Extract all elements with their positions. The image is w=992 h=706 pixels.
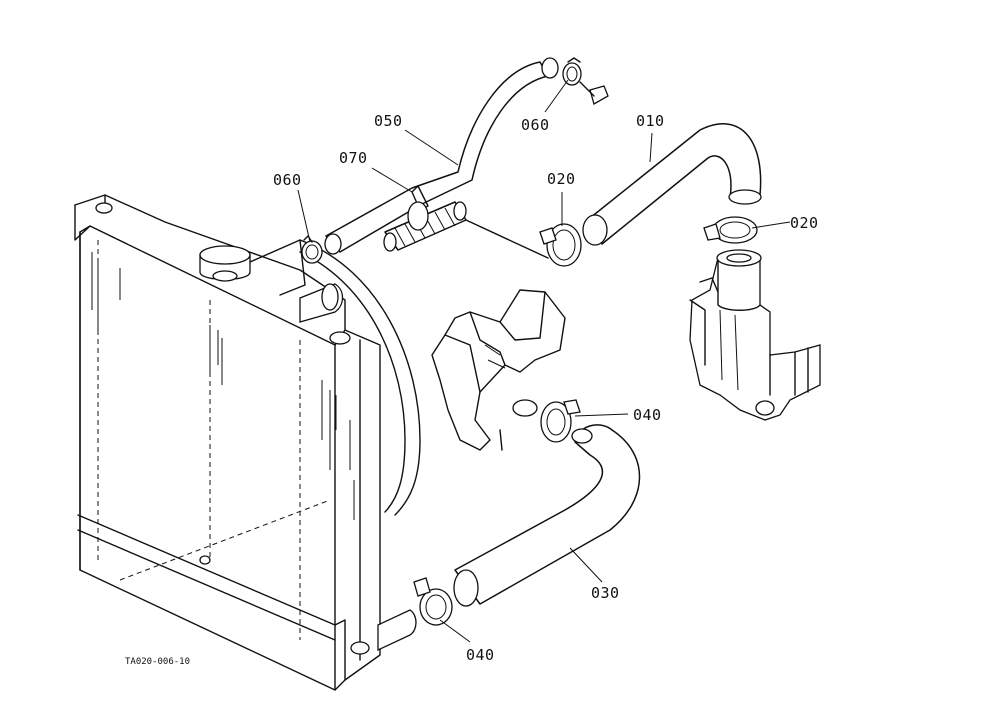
clamp-040-upper [540, 399, 581, 443]
clamp-020-right [703, 216, 758, 244]
leader-lines [297, 79, 791, 643]
label-020-left: 020 [547, 170, 576, 188]
thermostat-housing [689, 249, 821, 421]
label-030: 030 [591, 584, 620, 602]
label-040-lower: 040 [466, 646, 495, 664]
label-050: 050 [374, 112, 403, 130]
label-020-right: 020 [790, 214, 819, 232]
hose-070 [383, 185, 549, 259]
label-040-upper: 040 [633, 406, 662, 424]
clamp-060-left [301, 235, 323, 264]
label-060-top: 060 [521, 116, 550, 134]
label-070: 070 [339, 149, 368, 167]
engine-water-outlet [431, 289, 566, 451]
radiator [74, 194, 421, 691]
clamp-060-top [562, 57, 609, 105]
hose-030 [453, 424, 641, 607]
clamp-020-left [539, 223, 582, 267]
label-060-left: 060 [273, 171, 302, 189]
clamp-040-lower [413, 577, 453, 626]
hose-050 [324, 57, 559, 255]
label-010: 010 [636, 112, 665, 130]
drawing-code: TA020-006-10 [125, 657, 191, 667]
hose-010 [582, 123, 762, 246]
